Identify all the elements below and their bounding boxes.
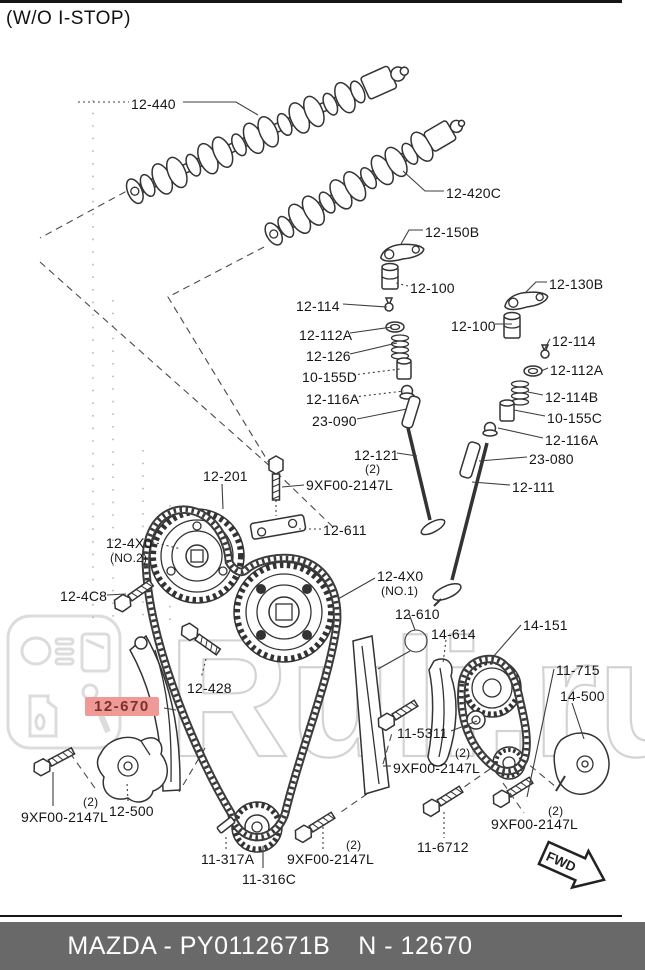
balance-sprocket-11-5311-drawing: [466, 710, 486, 730]
label-23-090: 23-090: [312, 413, 357, 429]
label-12-100-left: 12-100: [410, 280, 455, 296]
footer-catalog-ref: N - 12670: [358, 931, 473, 960]
label-12-4x0-no1: 12-4X0: [377, 568, 424, 584]
label-12-611: 12-611: [323, 522, 367, 538]
label-11-5311: 11-5311: [397, 725, 448, 741]
label-qty-top: (2): [365, 462, 381, 476]
footer-bar: MAZDA - PY0112671B N - 12670: [0, 922, 645, 970]
label-9xf00-top: 9XF00-2147L: [306, 477, 394, 493]
label-12-4x0-no2: 12-4X0: [106, 535, 153, 551]
label-9xf00-mid: 9XF00-2147L: [393, 760, 481, 776]
tensioner-arm-14614-drawing: [427, 658, 457, 767]
label-12-116a-left: 12-116A: [306, 391, 360, 407]
label-12-4c8: 12-4C8: [60, 588, 108, 604]
fwd-arrow: FWD: [537, 840, 606, 890]
label-9xf00-bottom-right: 9XF00-2147L: [491, 816, 579, 832]
vvt-sprocket-no1-drawing: [233, 561, 335, 663]
label-qty-bottom-left: (2): [83, 795, 99, 809]
label-10-155d: 10-155D: [302, 369, 358, 385]
bolt-9xf00-top-drawing: [268, 455, 284, 501]
construction-lines: [39, 100, 557, 813]
label-12-126: 12-126: [306, 348, 351, 364]
label-12-428: 12-428: [187, 680, 232, 696]
label-12-670-highlighted: 12-670: [85, 697, 159, 716]
label-12-201: 12-201: [203, 468, 248, 484]
label-11-317a: 11-317A: [201, 851, 255, 867]
exhaust-camshaft-drawing: [264, 119, 466, 246]
label-12-150b: 12-150B: [425, 224, 480, 240]
valve-train-right-drawing: [432, 287, 550, 607]
label-12-114-left: 12-114: [296, 298, 340, 314]
label-qty-bottom-center: (2): [346, 838, 362, 852]
label-14-614: 14-614: [431, 626, 476, 642]
footer-brand-part: MAZDA - PY0112671B: [67, 931, 331, 960]
label-12-100-right: 12-100: [451, 318, 496, 334]
label-qty-mid: (2): [455, 746, 471, 760]
variant-note: (W/O I-STOP): [6, 8, 131, 29]
label-12-114-right: 12-114: [552, 333, 596, 349]
bolt-9xf00-bottom-center-drawing: [291, 808, 338, 846]
label-12-4x0-no1-note: (NO.1): [381, 584, 419, 598]
top-border: [0, 0, 622, 3]
intake-camshaft-drawing: [125, 65, 410, 205]
label-12-111: 12-111: [512, 479, 555, 495]
label-14-151: 14-151: [523, 617, 568, 633]
label-10-155c: 10-155C: [547, 410, 603, 426]
tensioner-500-drawing: [96, 736, 169, 803]
chain-guide-610-drawing: [352, 635, 390, 795]
label-14-500: 14-500: [560, 688, 605, 704]
label-12-121: 12-121: [354, 447, 399, 463]
valve-train-left-drawing: [378, 239, 446, 536]
label-12-610: 12-610: [395, 606, 440, 622]
tensioner-14500-drawing: [553, 732, 610, 795]
label-9xf00-bottom-left: 9XF00-2147L: [21, 809, 109, 825]
label-11-316c: 11-316C: [242, 871, 297, 887]
label-9xf00-bottom-center: 9XF00-2147L: [287, 851, 375, 867]
guide-plate-611-drawing: [249, 514, 307, 540]
label-12-114b: 12-114B: [545, 389, 599, 405]
label-12-420c: 12-420C: [446, 185, 502, 201]
footer-divider: [0, 915, 622, 917]
label-11-715: 11-715: [556, 662, 600, 678]
label-12-440: 12-440: [131, 96, 176, 112]
label-qty-bottom-right: (2): [548, 804, 564, 818]
label-12-112a-left: 12-112A: [299, 327, 353, 343]
label-12-4x0-no2-note: (NO.2): [110, 551, 148, 565]
parts-diagram: Ruli.ru: [6, 65, 645, 890]
label-12-116a-right: 12-116A: [545, 432, 599, 448]
leader-lines: [52, 101, 585, 868]
watermark-logo: [6, 614, 122, 750]
label-12-112a-right: 12-112A: [550, 362, 604, 378]
label-11-6712: 11-6712: [417, 839, 469, 855]
key-11317a-drawing: [216, 816, 236, 834]
label-23-080: 23-080: [529, 451, 574, 467]
label-12-500: 12-500: [109, 803, 154, 819]
label-12-130b: 12-130B: [549, 276, 604, 292]
